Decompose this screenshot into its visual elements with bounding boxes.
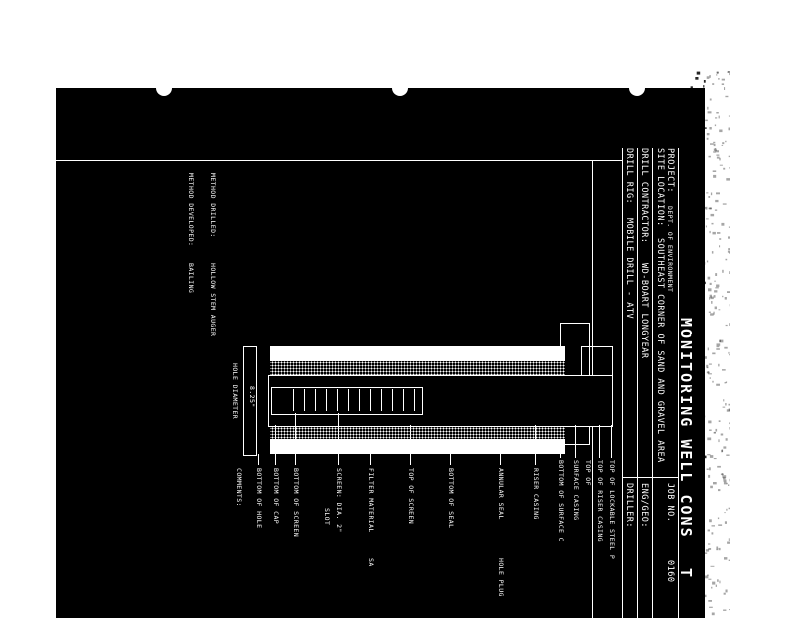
screen-slot bbox=[414, 389, 415, 411]
hole-diameter-value: 8.25" bbox=[248, 386, 256, 408]
scanned-sheet: MONITORING WELL CONS T PROJECT: DEPT. OF… bbox=[56, 80, 705, 618]
callout-label: BOTTOM OF SURFACE C bbox=[557, 460, 565, 542]
callout-label: SCREEN: DIA. 2" bbox=[335, 468, 343, 533]
callout-label: BOTTOM OF SEAL bbox=[447, 468, 455, 529]
method-drilled-value: HOLLOW STEM AUGER bbox=[209, 263, 217, 337]
screen-slot bbox=[359, 389, 360, 411]
site-location-value: SOUTHEAST CORNER OF SAND AND GRAVEL AREA bbox=[655, 238, 665, 463]
punch-hole bbox=[629, 80, 645, 96]
filter-note: SA bbox=[367, 558, 375, 567]
callout-label: BOTTOM OF CAP bbox=[272, 468, 280, 525]
callout-label: SURFACE CASING bbox=[572, 460, 580, 521]
callout-label: TOP OF bbox=[584, 460, 592, 486]
job-no-value: 0160 bbox=[665, 560, 675, 583]
callout-label: BOTTOM OF SCREEN bbox=[292, 468, 300, 538]
screen-slot bbox=[326, 389, 327, 411]
drill-rig-value: MOBILE DRILL - ATV bbox=[624, 218, 634, 320]
callout-label: ANNULAR SEAL bbox=[497, 468, 505, 520]
callout-label: TOP OF LOCKABLE STEEL P bbox=[608, 460, 616, 560]
screen-slot bbox=[403, 389, 404, 411]
method-developed-value: BAILING bbox=[187, 263, 195, 294]
annular-seal-note: HOLE PLUG bbox=[497, 558, 505, 597]
screen-slot bbox=[370, 389, 371, 411]
screen-slot bbox=[348, 389, 349, 411]
method-developed-label: METHOD DEVELOPED: bbox=[187, 173, 195, 247]
callout-label: COMMENTS: bbox=[235, 468, 243, 507]
callout-label: BOTTOM OF HOLE bbox=[255, 468, 263, 529]
contractor-label: DRILL CONTRACTOR: bbox=[639, 148, 649, 244]
callout-label: FILTER MATERIAL bbox=[367, 468, 375, 533]
method-drilled-label: METHOD DRILLED: bbox=[209, 173, 217, 238]
punch-hole bbox=[392, 80, 408, 96]
contractor-value: WD-BOART LONGYEAR bbox=[639, 263, 649, 359]
hole-diameter-label: HOLE DIAMETER bbox=[231, 363, 239, 420]
callout-label: TOP OF RISER CASING bbox=[596, 460, 604, 542]
eng-geo-label: ENG/GEO: bbox=[639, 483, 649, 528]
site-location-label: SITE LOCATION: bbox=[655, 148, 665, 227]
punch-hole bbox=[156, 80, 172, 96]
project-value: DEPT. OF ENVIRONMENT bbox=[666, 206, 674, 293]
screen-slot bbox=[304, 389, 305, 411]
screen-slot bbox=[315, 389, 316, 411]
screen-slot bbox=[381, 389, 382, 411]
scan-edge-noise bbox=[690, 71, 730, 618]
driller-label: DRILLER: bbox=[624, 483, 634, 528]
project-label: PROJECT: bbox=[665, 148, 675, 193]
callout-label: TOP OF SCREEN bbox=[407, 468, 415, 525]
drill-rig-label: DRILL RIG: bbox=[624, 148, 634, 205]
rotated-form: MONITORING WELL CONS T PROJECT: DEPT. OF… bbox=[56, 88, 705, 618]
callout-label: RISER CASING bbox=[532, 468, 540, 520]
job-no-label: JOB NO. bbox=[665, 483, 675, 523]
screen-note: SLOT bbox=[323, 508, 331, 526]
screen-slot bbox=[392, 389, 393, 411]
screen-slot bbox=[293, 389, 294, 411]
screen-slot bbox=[337, 389, 338, 411]
